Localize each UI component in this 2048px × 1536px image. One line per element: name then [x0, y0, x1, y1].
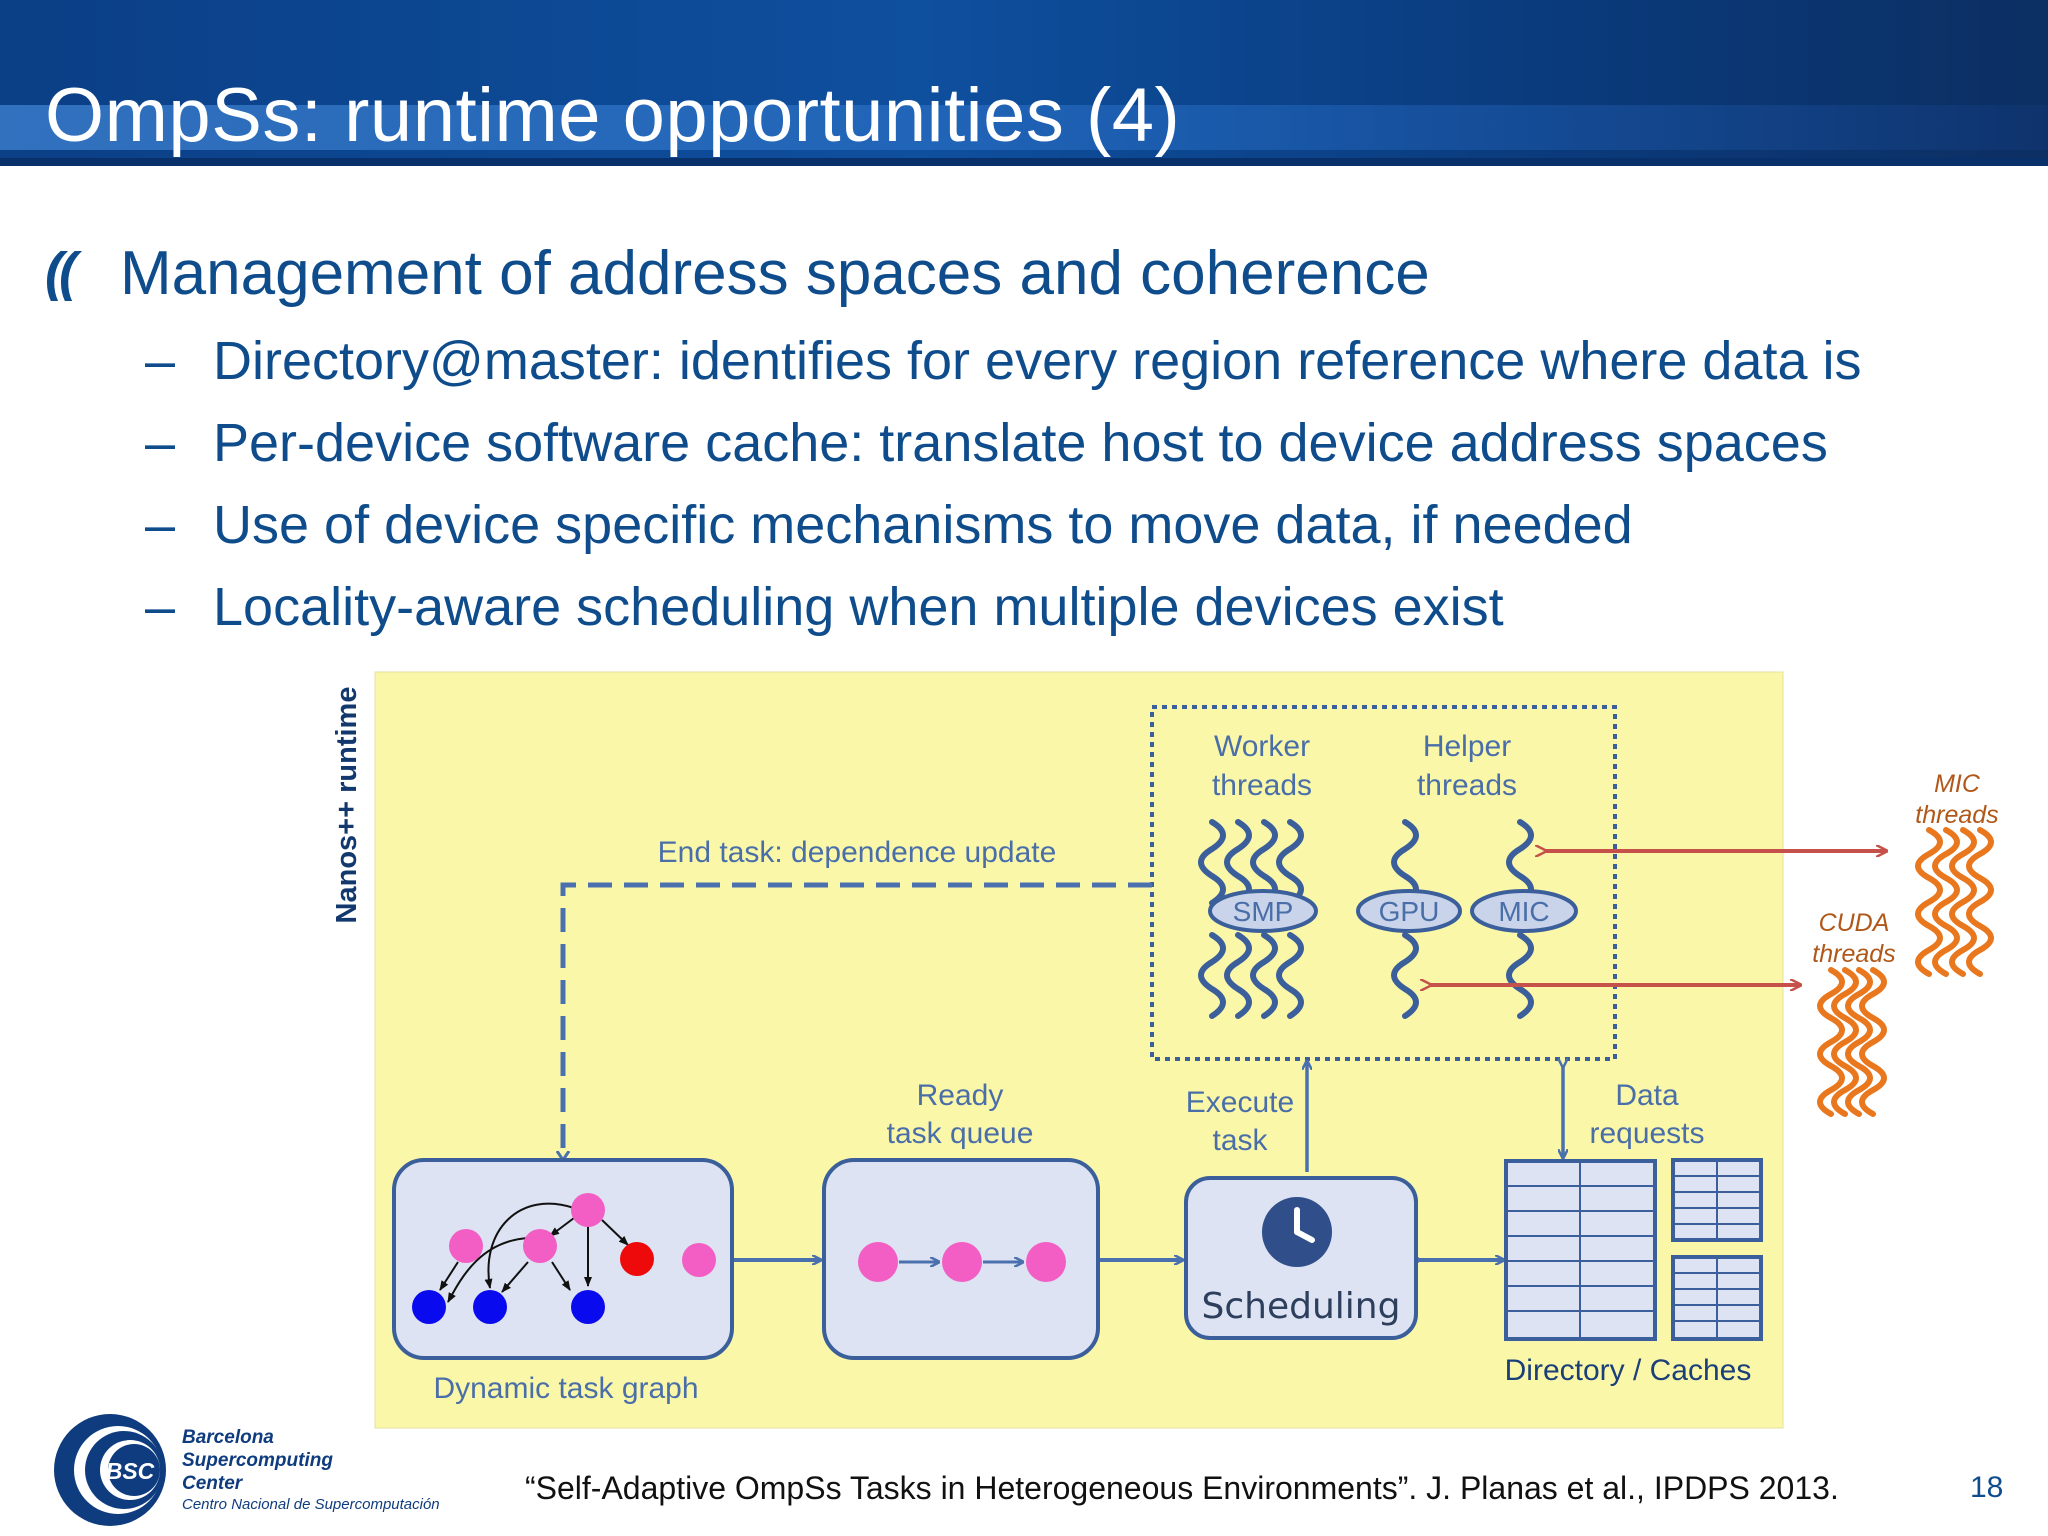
cache-table [1671, 1255, 1763, 1341]
mic-pill [1470, 889, 1578, 933]
mic-threads-icon [1915, 827, 1994, 977]
sub-bullet: –Locality-aware scheduling when multiple… [145, 576, 1504, 638]
sub-bullet-text: Use of device specific mechanisms to mov… [213, 495, 1633, 555]
helper-threads-label-2: threads [1417, 769, 1517, 802]
bsc-logo-org: Barcelona Supercomputing Center [182, 1427, 333, 1494]
execute-task-label-2: task [1212, 1124, 1268, 1157]
cuda-threads-label-2: threads [1812, 940, 1895, 968]
sub-bullet: –Use of device specific mechanisms to mo… [145, 494, 1633, 556]
title-bar [0, 0, 2048, 166]
smp-label: SMP [1233, 896, 1294, 927]
sub-bullet-dash: – [145, 331, 176, 391]
slide-title: OmpSs: runtime opportunities (4) [45, 73, 1181, 158]
task-graph-label: Dynamic task graph [433, 1372, 698, 1405]
citation: “Self-Adaptive OmpSs Tasks in Heterogene… [525, 1470, 1839, 1506]
ready-queue-label-2: task queue [887, 1117, 1034, 1150]
helper-threads-label-1: Helper [1423, 730, 1511, 763]
sub-bullet-dash: – [145, 413, 176, 473]
scheduling-label: Scheduling [1202, 1286, 1401, 1327]
sub-bullet: –Directory@master: identifies for every … [145, 330, 1862, 392]
main-bullet: (( Management of address spaces and coher… [45, 238, 1430, 309]
cache-table [1671, 1158, 1763, 1242]
task-graph-box [392, 1158, 734, 1360]
clock-icon [1262, 1197, 1332, 1267]
bsc-logo-subtitle: Centro Nacional de Supercomputación [182, 1496, 440, 1513]
cuda-threads-icon [1817, 967, 1887, 1117]
sub-bullet-text: Locality-aware scheduling when multiple … [213, 577, 1504, 637]
title-underline [0, 158, 2048, 166]
worker-threads-label-2: threads [1212, 769, 1312, 802]
gpu-pill [1356, 889, 1462, 933]
ready-queue-tasks [858, 1242, 1066, 1282]
sub-bullet-dash: – [145, 577, 176, 637]
data-requests-label-1: Data [1615, 1079, 1679, 1112]
sub-bullet-dash: – [145, 495, 176, 555]
mic-threads-label-1: MIC [1934, 770, 1981, 798]
data-requests-label-2: requests [1589, 1117, 1704, 1150]
sub-bullet-text: Directory@master: identifies for every r… [213, 331, 1862, 391]
mic-label: MIC [1498, 896, 1549, 927]
task-graph-nodes [412, 1193, 716, 1324]
directory-table [1504, 1159, 1657, 1341]
smp-pill [1208, 889, 1318, 933]
mic-threads-label-2: threads [1915, 801, 1998, 829]
sub-bullet-text: Per-device software cache: translate hos… [213, 413, 1828, 473]
worker-threads-label-1: Worker [1214, 730, 1310, 763]
end-task-arrow [563, 882, 1152, 1158]
bsc-logo-icon: BSC [54, 1414, 166, 1526]
worker-threads-icon [1198, 819, 1304, 1019]
main-bullet-text: Management of address spaces and coheren… [120, 239, 1430, 308]
bsc-logo-mark: BSC [106, 1458, 155, 1484]
bsc-logo: BSC Barcelona Supercomputing Center Cent… [50, 1410, 500, 1530]
page-number: 18 [1970, 1471, 2004, 1504]
sub-bullet: –Per-device software cache: translate ho… [145, 412, 1828, 474]
execute-task-label-1: Execute [1186, 1086, 1294, 1119]
gpu-label: GPU [1379, 896, 1440, 927]
end-task-label: End task: dependence update [658, 836, 1057, 869]
ready-queue-label-1: Ready [917, 1079, 1004, 1112]
directory-label: Directory / Caches [1505, 1354, 1752, 1387]
cuda-threads-label-1: CUDA [1819, 909, 1890, 937]
bullet-mark-icon: (( [45, 242, 77, 302]
title-band [0, 105, 2048, 150]
runtime-label: Nanos++ runtime [331, 687, 363, 924]
task-graph-edges [439, 1202, 629, 1303]
